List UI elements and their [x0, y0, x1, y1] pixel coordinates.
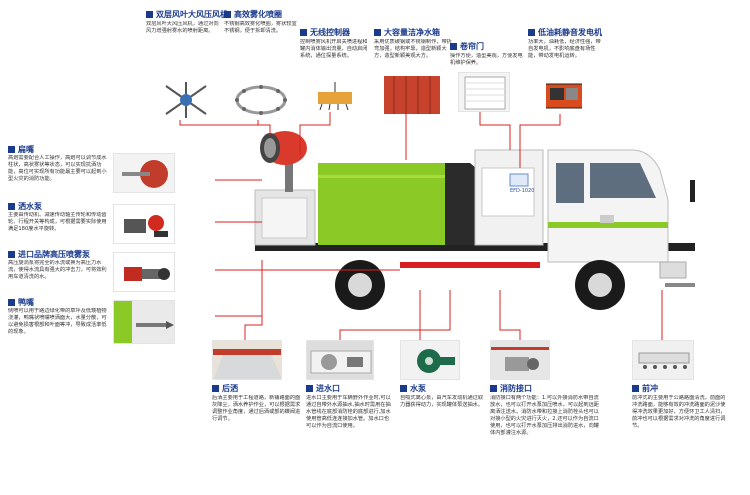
card-generator: 低油耗静音发电机 功率大，油耗低，经济性强，带自发电机，不影响底盘有场性能，带动…: [528, 28, 608, 114]
bullet-icon: [528, 29, 535, 36]
card-title: 进口品牌高压喷雾泵: [18, 250, 90, 259]
card-tank: 大容量洁净水箱 采用优质碳钢或不锈钢制作，带折弯加强，结构牢靠，造型新颖大方，造…: [374, 28, 454, 114]
truck-logo-text: EFD-1020: [510, 188, 535, 194]
card-title: 水泵: [410, 384, 426, 393]
card-title: 低油耗静音发电机: [538, 28, 602, 37]
door-image: [458, 72, 510, 112]
card-desc: 高压旋涡泵将完全的水流或换为高压力水流，使得水流具有强大的冲击力，可将效利用车道…: [8, 260, 107, 280]
pump-image: [113, 204, 175, 244]
bullet-icon: [490, 385, 497, 392]
bullet-icon: [8, 251, 15, 258]
truck-tank: [318, 163, 478, 245]
bullet-icon: [300, 29, 307, 36]
card-desc: 高炮需要配合人工操作，高炮可以调节成水柱状，高状雾状等状态，可以实现抗洒功能，高…: [8, 155, 107, 182]
card-title: 大容量洁净水箱: [384, 28, 440, 37]
tank-dark-panel: [445, 163, 478, 245]
bullet-icon: [374, 29, 381, 36]
rear-bumper: [400, 262, 540, 268]
card-title: 无线控制器: [310, 28, 350, 37]
rear-spray-image: [212, 340, 282, 380]
card-title: 后洒: [222, 384, 238, 393]
card-fire: 消防接口 消防接口有两个功能：1.可以外接消防水带自流放水，也可以打开水泵加压喷…: [490, 340, 602, 460]
card-desc: 消防接口有两个功能：1.可以外接消防水带自流放水，也可以打开水泵加压喷水，可以起…: [490, 395, 599, 436]
card-door: 卷帘门 操作方便，造型美观，方便发电机维护保养。: [450, 42, 525, 114]
controller-image: [310, 80, 360, 112]
generator-image: [540, 76, 588, 114]
card-title: 消防接口: [500, 384, 532, 393]
card-desc: 操作方便，造型美观，方便发电机维护保养。: [450, 53, 523, 66]
water-pump-image: [400, 340, 460, 380]
truck: [254, 131, 695, 310]
bullet-icon: [8, 299, 15, 306]
card-title: 洒水泵: [18, 202, 42, 211]
truck-chassis: [255, 243, 695, 251]
sprinkler-image: [113, 153, 175, 193]
fog-gun-post: [285, 160, 293, 192]
card-controller: 无线控制器 控制喷雾风机开启关喷进程和罐内消体输出流量，自动启闭系统，通位探量系…: [300, 28, 372, 118]
card-import-pump: 进口品牌高压喷雾泵 高压旋涡泵将完全的水流或换为高压力水流，使得水流具有强大的冲…: [8, 250, 213, 296]
card-ring: 高效雾化喷圈 不锈钢高效雾化喷圈，雾状较宜不锈钢，便于拆卸清洗。: [224, 10, 299, 120]
tank-highlight: [318, 175, 445, 178]
card-desc: 自吸式离心泵，由汽车发动机通过取力器获得动力，实现罐体泵送抽水。: [400, 395, 484, 408]
card-duck: 鸭嘴 侧喷可以用于路边绿化带的草坪及低矮植物浇灌，鸭嘴状喷嘴喷洒面大，水量分散，…: [8, 298, 213, 350]
ring-image: [232, 80, 290, 120]
card-title: 双层风叶大风压风机: [156, 10, 228, 19]
tank-image: [384, 76, 440, 114]
duck-image: [113, 300, 175, 344]
bullet-icon: [632, 385, 639, 392]
card-desc: 主要由传动机、减速传动轴主传轮和传动齿轮、行程开关等构成，可根据需要实际使用满足…: [8, 212, 107, 232]
bullet-icon: [224, 11, 231, 18]
card-fan: 双层风叶大风压风机 双层风叶大风压风机，通过对向风力增强射雾水的喷射距离。: [146, 10, 228, 120]
fan-image: [156, 80, 216, 120]
callout-lines: [179, 112, 663, 340]
bullet-icon: [8, 203, 15, 210]
card-title: 前冲: [642, 384, 658, 393]
card-title: 卷帘门: [460, 42, 484, 51]
card-desc: 采用优质碳钢或不锈钢制作，带折弯加强，结构牢靠，造型新颖大方，造型新颖美观大方。: [374, 39, 452, 59]
bullet-icon: [212, 385, 219, 392]
card-title: 鸭嘴: [18, 298, 34, 307]
card-rear-spray: 后洒 后洒主要用于工程道路，新铺路面的面灰降尘，洒水养护作业，可以根据需求调整作…: [212, 340, 304, 450]
card-front: 前冲 前冲式的主要用于公路路面清洗，前面的冲洗路面，能够有效的冲洗路面的泥沙使得…: [632, 340, 732, 460]
card-inlet: 进水口 进水口主要用于车辆野外作业时,可以通过自带外水源抽水,抽水时需用在抽水管…: [306, 340, 396, 450]
card-title: 扁嘴: [18, 145, 34, 154]
card-title: 进水口: [316, 384, 340, 393]
card-desc: 功率大，油耗低，经济性强，带自发电机，不影响底盘有场性能，带动发电机运转。: [528, 39, 601, 59]
card-pump: 洒水泵 主要由传动机、减速传动轴主传轮和传动齿轮、行程开关等构成，可根据需要实际…: [8, 202, 213, 248]
cab-green-stripe: [548, 222, 668, 228]
card-desc: 不锈钢高效雾化喷圈，雾状较宜不锈钢，便于拆卸清洗。: [224, 21, 297, 34]
fire-image: [490, 340, 550, 380]
card-title: 高效雾化喷圈: [234, 10, 282, 19]
card-sprinkler: 扁嘴 高炮需要配合人工操作，高炮可以调节成水柱状，高状雾状等状态，可以实现抗洒功…: [8, 145, 213, 197]
bullet-icon: [450, 43, 457, 50]
import-pump-image: [113, 252, 175, 292]
bullet-icon: [306, 385, 313, 392]
bullet-icon: [146, 11, 153, 18]
front-image: [632, 340, 694, 380]
bullet-icon: [400, 385, 407, 392]
cab-window: [590, 163, 656, 198]
card-desc: 侧喷可以用于路边绿化带的草坪及低矮植物浇灌，鸭嘴状喷嘴喷洒面大，水量分散，可以避…: [8, 308, 107, 335]
card-water-pump: 水泵 自吸式离心泵，由汽车发动机通过取力器获得动力，实现罐体泵送抽水。: [400, 340, 486, 450]
bullet-icon: [8, 146, 15, 153]
card-desc: 控制喷雾风机开启关喷进程和罐内消体输出流量，自动启闭系统，通位探量系统。: [300, 39, 368, 59]
card-desc: 后洒主要用于工程道路，新铺路面的面灰降尘，洒水养护作业，可以根据需求调整作业角度…: [212, 395, 301, 422]
card-desc: 前冲式的主要用于公路路面清洗，前面的冲洗路面，能够有效的冲洗路面的泥沙使得冲洗效…: [632, 395, 726, 429]
inlet-image: [306, 340, 374, 380]
card-desc: 进水口主要用于车辆野外作业时,可以通过自带外水源抽水,抽水时需用在抽水管线在底部…: [306, 395, 391, 429]
card-desc: 双层风叶大风压风机，通过对向风力增强射雾水的喷射距离。: [146, 21, 219, 34]
